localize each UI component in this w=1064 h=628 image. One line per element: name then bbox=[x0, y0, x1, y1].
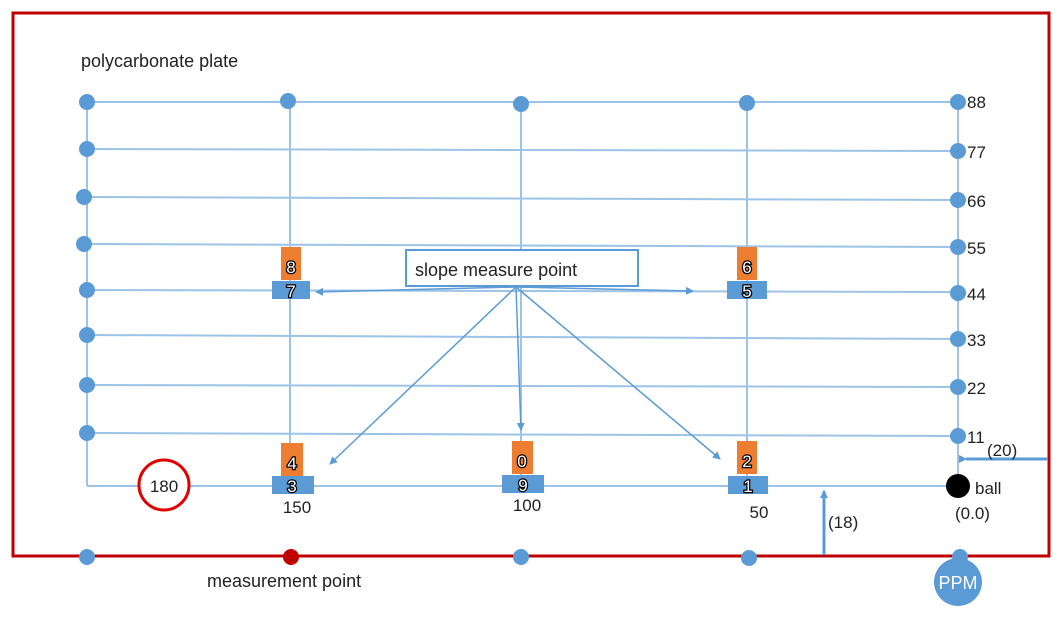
vertical-grid-lines bbox=[86, 102, 959, 486]
blue-sensor-label: 1 bbox=[743, 477, 752, 496]
x-label-100: 100 bbox=[513, 496, 541, 515]
grid-node bbox=[79, 282, 95, 298]
ball-marker bbox=[946, 474, 970, 498]
grid-node bbox=[950, 331, 966, 347]
blue-sensor bbox=[728, 476, 768, 494]
right-offset-label: (20) bbox=[987, 441, 1017, 460]
sensor-pair: 0 9 bbox=[502, 441, 544, 496]
ppm-label: PPM bbox=[938, 573, 977, 593]
grid-value-labels: 88 77 66 55 44 33 22 11 bbox=[967, 93, 986, 447]
blue-sensor-label: 9 bbox=[518, 476, 527, 495]
grid-label-88: 88 bbox=[967, 93, 986, 112]
slope-callout: slope measure point bbox=[405, 249, 639, 287]
callout-box bbox=[405, 249, 639, 287]
grid-node bbox=[79, 425, 95, 441]
measurement-point-dot bbox=[283, 549, 299, 565]
callout-arrows bbox=[315, 286, 721, 465]
grid-node bbox=[79, 141, 95, 157]
grid-node bbox=[76, 236, 92, 252]
orange-sensor bbox=[737, 247, 757, 280]
plate-frame bbox=[11, 11, 1051, 558]
grid-node bbox=[79, 327, 95, 343]
grid-label-66: 66 bbox=[967, 192, 986, 211]
blue-sensor bbox=[272, 281, 310, 299]
grid-label-55: 55 bbox=[967, 239, 986, 258]
sensor-pair: 4 3 bbox=[272, 443, 314, 497]
orange-sensor-label: 2 bbox=[742, 452, 751, 471]
bottom-node bbox=[513, 549, 529, 565]
orange-sensor bbox=[281, 247, 301, 280]
grid-node bbox=[950, 94, 966, 110]
callout-arrow-right bbox=[515, 286, 694, 295]
orange-sensor-label: 8 bbox=[286, 258, 295, 277]
callout-arrow-down-right bbox=[515, 286, 721, 460]
grid-node bbox=[739, 95, 755, 111]
orange-sensor bbox=[281, 443, 303, 476]
blue-sensor-label: 7 bbox=[286, 282, 295, 301]
x-label-50: 50 bbox=[750, 503, 769, 522]
grid-label-77: 77 bbox=[967, 143, 986, 162]
blue-sensor-label: 5 bbox=[742, 282, 751, 301]
orange-sensor-label: 6 bbox=[742, 258, 751, 277]
ppm-node bbox=[934, 558, 982, 606]
circled-180-label: 180 bbox=[150, 477, 178, 496]
grid-node bbox=[280, 93, 296, 109]
callout-label: slope measure point bbox=[415, 260, 577, 280]
grid-label-33: 33 bbox=[967, 331, 986, 350]
bottom-points bbox=[79, 549, 757, 566]
blue-sensor bbox=[727, 281, 767, 299]
grid-label-44: 44 bbox=[967, 285, 986, 304]
grid-node bbox=[79, 377, 95, 393]
sensor-pair: 8 7 bbox=[272, 247, 310, 302]
bottom-node bbox=[79, 549, 95, 565]
circled-180-marker bbox=[137, 458, 191, 512]
callout-arrow-down bbox=[515, 286, 525, 431]
grid-line-44 bbox=[86, 289, 959, 293]
x-label-150: 150 bbox=[283, 498, 311, 517]
grid-node bbox=[513, 96, 529, 112]
grid-line-22 bbox=[86, 384, 959, 388]
bottom-offset-label: (18) bbox=[828, 513, 858, 532]
grid-node bbox=[950, 192, 966, 208]
origin-label: (0.0) bbox=[955, 504, 990, 523]
sensor-pair: 6 5 bbox=[727, 247, 767, 302]
grid-line-77 bbox=[86, 148, 959, 152]
blue-sensor bbox=[272, 476, 314, 494]
grid-label-22: 22 bbox=[967, 379, 986, 398]
bottom-node bbox=[741, 550, 757, 566]
orange-sensor bbox=[737, 441, 757, 474]
measurement-label: measurement point bbox=[207, 571, 361, 591]
grid-node bbox=[950, 428, 966, 444]
grid-node bbox=[950, 239, 966, 255]
blue-sensor-label: 3 bbox=[287, 477, 296, 496]
sensor-pair: 2 1 bbox=[728, 441, 768, 497]
orange-sensor-label: 0 bbox=[517, 452, 526, 471]
grid-label-11: 11 bbox=[967, 428, 985, 447]
callout-arrow-down-left bbox=[329, 286, 517, 465]
orange-sensor bbox=[512, 441, 533, 474]
ball-label: ball bbox=[975, 479, 1001, 498]
grid-node bbox=[950, 285, 966, 301]
blue-sensor bbox=[502, 475, 544, 493]
grid-node bbox=[950, 379, 966, 395]
grid-line-33 bbox=[86, 334, 959, 340]
plate-label: polycarbonate plate bbox=[81, 51, 238, 71]
grid-nodes bbox=[76, 93, 966, 444]
grid-node bbox=[76, 189, 92, 205]
orange-sensor-label: 4 bbox=[287, 454, 296, 473]
grid-line-11 bbox=[86, 432, 959, 437]
callout-arrow-left bbox=[315, 286, 517, 296]
grid-node bbox=[79, 94, 95, 110]
grid-node bbox=[950, 143, 966, 159]
